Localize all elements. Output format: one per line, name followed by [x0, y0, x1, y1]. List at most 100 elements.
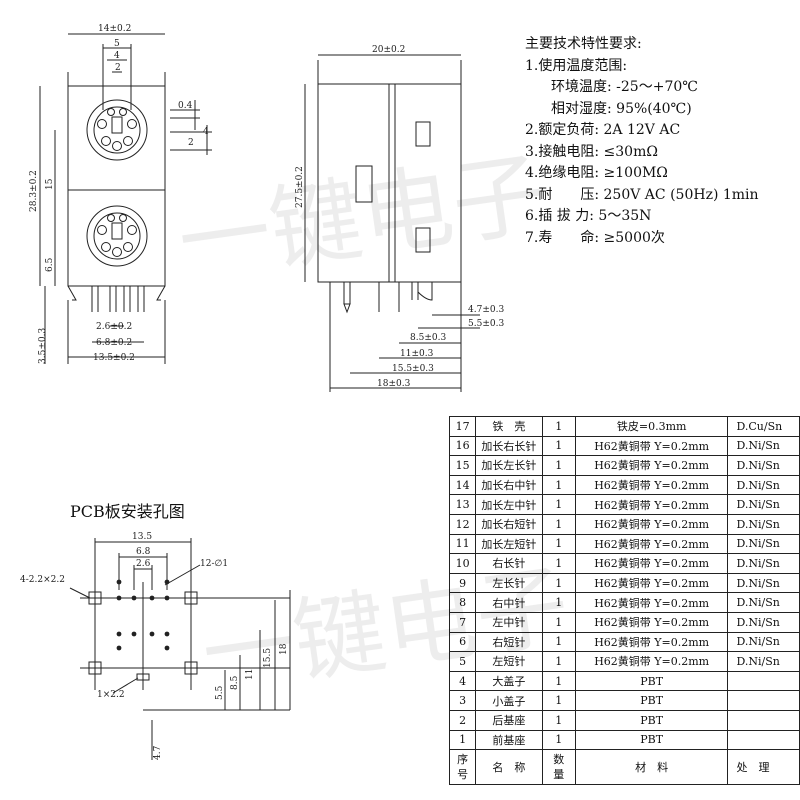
bom-cell-qty: 1	[541, 611, 576, 633]
bom-header-row: 序 号名 称数 量材 料处 理	[448, 749, 800, 786]
side-dim-5.5: 5.5±0.3	[468, 319, 504, 329]
bom-cell-treatment	[727, 729, 800, 751]
bom-cell-qty: 1	[541, 455, 576, 476]
bom-cell-treatment: D.Ni/Sn	[727, 631, 800, 653]
spec-item: 6.插 拔 力: 5～35N	[525, 208, 652, 224]
pcb-dim-6.8: 6.8	[136, 547, 151, 557]
bom-cell-name: 右短针	[475, 631, 543, 653]
bom-cell-treatment: D.Ni/Sn	[727, 651, 800, 672]
bom-cell-no: 15	[448, 455, 477, 476]
bom-cell-qty: 1	[541, 709, 576, 731]
side-dim-height: 27.5±0.2	[295, 166, 305, 208]
bom-cell-no: 10	[448, 553, 477, 574]
spec-item: 7.寿 命: ≥5000次	[525, 229, 665, 246]
spec-item: 环境温度: -25～+70℃	[551, 79, 698, 95]
bom-cell-material: H62黄铜带 Y=0.2mm	[574, 572, 729, 594]
bom-cell-no: 8	[448, 592, 477, 613]
bom-cell-treatment	[727, 690, 800, 711]
bom-cell-no: 9	[448, 572, 477, 594]
bom-cell-treatment: D.Ni/Sn	[727, 611, 800, 633]
bom-cell-treatment: D.Ni/Sn	[727, 553, 800, 574]
bom-cell-treatment: D.Ni/Sn	[727, 592, 800, 613]
bom-cell-name: 加长右中针	[475, 474, 543, 496]
pcb-title: PCB板安装孔图	[70, 502, 185, 521]
front-dim-2: 2	[115, 63, 121, 73]
bom-cell-material: PBT	[574, 729, 729, 751]
pcb-dim-8.5: 8.5	[230, 675, 240, 690]
front-dim-15: 15	[45, 178, 55, 190]
bom-cell-material: H62黄铜带 Y=0.2mm	[574, 553, 729, 574]
bom-cell-treatment: D.Ni/Sn	[727, 494, 800, 515]
bom-cell-qty: 1	[541, 592, 576, 613]
bom-cell-treatment: D.Ni/Sn	[727, 435, 800, 457]
bom-cell-material: H62黄铜带 Y=0.2mm	[574, 474, 729, 496]
bom-header-no: 序 号	[448, 749, 477, 786]
bom-cell-no: 1	[448, 729, 477, 751]
bom-cell-qty: 1	[541, 572, 576, 594]
bom-cell-material: H62黄铜带 Y=0.2mm	[574, 435, 729, 457]
front-dim-height: 28.3±0.2	[29, 170, 39, 212]
side-dim-15.5: 15.5±0.3	[392, 364, 434, 374]
front-dim-3.5: 3.5±0.3	[38, 328, 48, 364]
spec-list: 主要技术特性要求: 1.使用温度范围: 环境温度: -25～+70℃ 相对湿度:…	[525, 34, 759, 249]
bom-cell-material: H62黄铜带 Y=0.2mm	[574, 533, 729, 555]
bom-header-name: 名 称	[475, 749, 543, 786]
front-dim-0.4: 0.4	[178, 101, 193, 111]
pcb-dim-11: 11	[245, 669, 255, 680]
spec-item: 2.额定负荷: 2A 12V AC	[525, 122, 681, 138]
side-dim-11: 11±0.3	[400, 349, 434, 359]
front-dim-4b: 4	[203, 127, 209, 137]
pcb-dim-5.5: 5.5	[215, 685, 225, 700]
bom-cell-material: H62黄铜带 Y=0.2mm	[574, 455, 729, 476]
bom-cell-no: 2	[448, 709, 477, 731]
front-dim-width: 14±0.2	[98, 24, 131, 34]
spec-title: 主要技术特性要求:	[525, 36, 642, 52]
bom-cell-name: 后基座	[475, 709, 543, 731]
pcb-dim-square-holes: 4-2.2×2.2	[20, 575, 65, 585]
bom-cell-qty: 1	[541, 416, 576, 437]
bom-header-treatment: 处 理	[727, 749, 800, 786]
bom-cell-no: 17	[448, 416, 477, 437]
bom-cell-name: 加长左中针	[475, 494, 543, 515]
bom-cell-treatment: D.Ni/Sn	[727, 455, 800, 476]
bom-cell-material: H62黄铜带 Y=0.2mm	[574, 592, 729, 613]
bom-cell-qty: 1	[541, 690, 576, 711]
bom-cell-name: 铁 壳	[475, 416, 543, 437]
spec-item: 3.接触电阻: ≤30mΩ	[525, 143, 658, 160]
bom-cell-name: 小盖子	[475, 690, 543, 711]
bom-cell-material: H62黄铜带 Y=0.2mm	[574, 631, 729, 653]
side-dim-18: 18±0.3	[377, 379, 411, 389]
bom-cell-name: 加长右短针	[475, 513, 543, 535]
side-dim-width: 20±0.2	[372, 45, 405, 55]
bom-cell-no: 13	[448, 494, 477, 515]
bom-cell-name: 右长针	[475, 553, 543, 574]
bom-cell-name: 右中针	[475, 592, 543, 613]
bom-cell-no: 11	[448, 533, 477, 555]
bom-cell-name: 加长左短针	[475, 533, 543, 555]
bom-cell-name: 大盖子	[475, 670, 543, 692]
spec-item: 1.使用温度范围:	[525, 57, 628, 74]
bom-cell-material: H62黄铜带 Y=0.2mm	[574, 494, 729, 515]
pcb-dim-4.7: 4.7	[153, 745, 163, 760]
pcb-dim-holes: 12-∅1	[200, 559, 228, 569]
bom-cell-treatment: D.Cu/Sn	[727, 416, 800, 437]
bom-cell-qty: 1	[541, 474, 576, 496]
bom-cell-name: 加长左长针	[475, 455, 543, 476]
bom-cell-material: H62黄铜带 Y=0.2mm	[574, 611, 729, 633]
